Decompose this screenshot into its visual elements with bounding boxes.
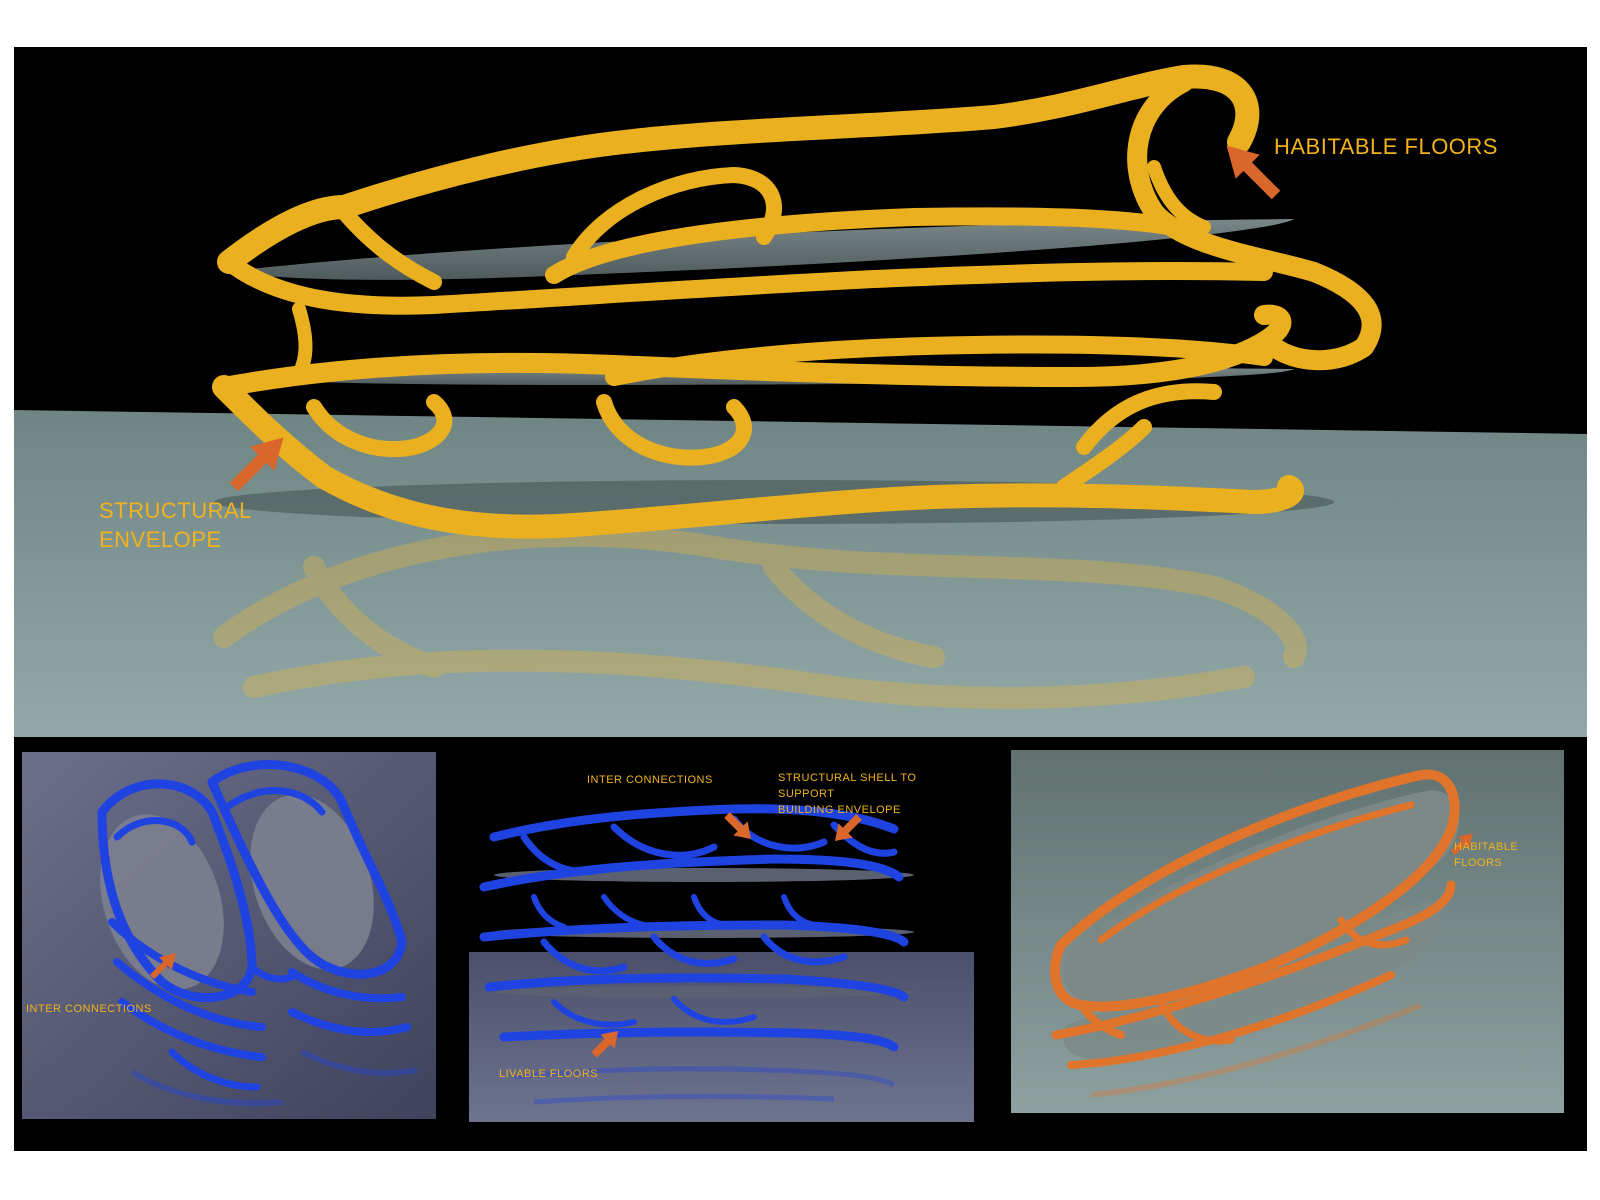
bottom-left-render-illustration — [22, 752, 436, 1119]
livable-floors-label: LIVABLE FLOORS — [499, 1068, 599, 1080]
blue-envelope-reflection — [513, 1066, 896, 1105]
main-render-illustration — [14, 64, 1587, 737]
main-render-panel: HABITABLE FLOORS STRUCTURAL ENVELOPE — [14, 47, 1587, 737]
habitable-floors-label: HABITABLE FLOORS — [1454, 841, 1519, 869]
bottom-right-render-panel: HABITABLE FLOORS — [1011, 750, 1564, 1113]
orange-envelope-reflection — [1090, 1002, 1423, 1098]
inter-connections-label: INTER CONNECTIONS — [587, 774, 713, 786]
livable-floors-arrow — [591, 1030, 619, 1058]
structural-shell-arrow — [834, 814, 862, 842]
habitable-floors-label: HABITABLE FLOORS — [1274, 134, 1498, 159]
envelope-reflection — [213, 524, 1307, 709]
presentation-board: HABITABLE FLOORS STRUCTURAL ENVELOPE — [14, 47, 1587, 1151]
bottom-center-render-panel: INTER CONNECTIONS STRUCTURAL SHELL TO SU… — [454, 737, 974, 1122]
main-arrows — [229, 145, 1281, 492]
center-arrows — [591, 812, 862, 1058]
blue-envelope-reflection — [130, 1049, 418, 1107]
inter-connections-arrow — [149, 952, 177, 980]
orange-envelope — [1050, 769, 1460, 1069]
structural-envelope-label: STRUCTURAL ENVELOPE — [99, 498, 252, 552]
bottom-right-render-illustration — [1011, 750, 1564, 1113]
blue-envelope — [97, 760, 411, 1091]
habitable-floors-arrow — [1226, 145, 1281, 200]
structural-envelope-arrow — [229, 437, 284, 492]
habitable-floors-arrow — [1450, 833, 1473, 856]
inter-connections-arrow — [724, 812, 752, 840]
bottom-center-render-illustration — [469, 804, 974, 1122]
structural-shell-label: STRUCTURAL SHELL TO SUPPORT BUILDING ENV… — [778, 772, 917, 816]
bottom-left-render-panel: INTER CONNECTIONS — [22, 752, 436, 1119]
inter-connections-label: INTER CONNECTIONS — [26, 1003, 152, 1015]
structural-envelope — [212, 64, 1382, 539]
